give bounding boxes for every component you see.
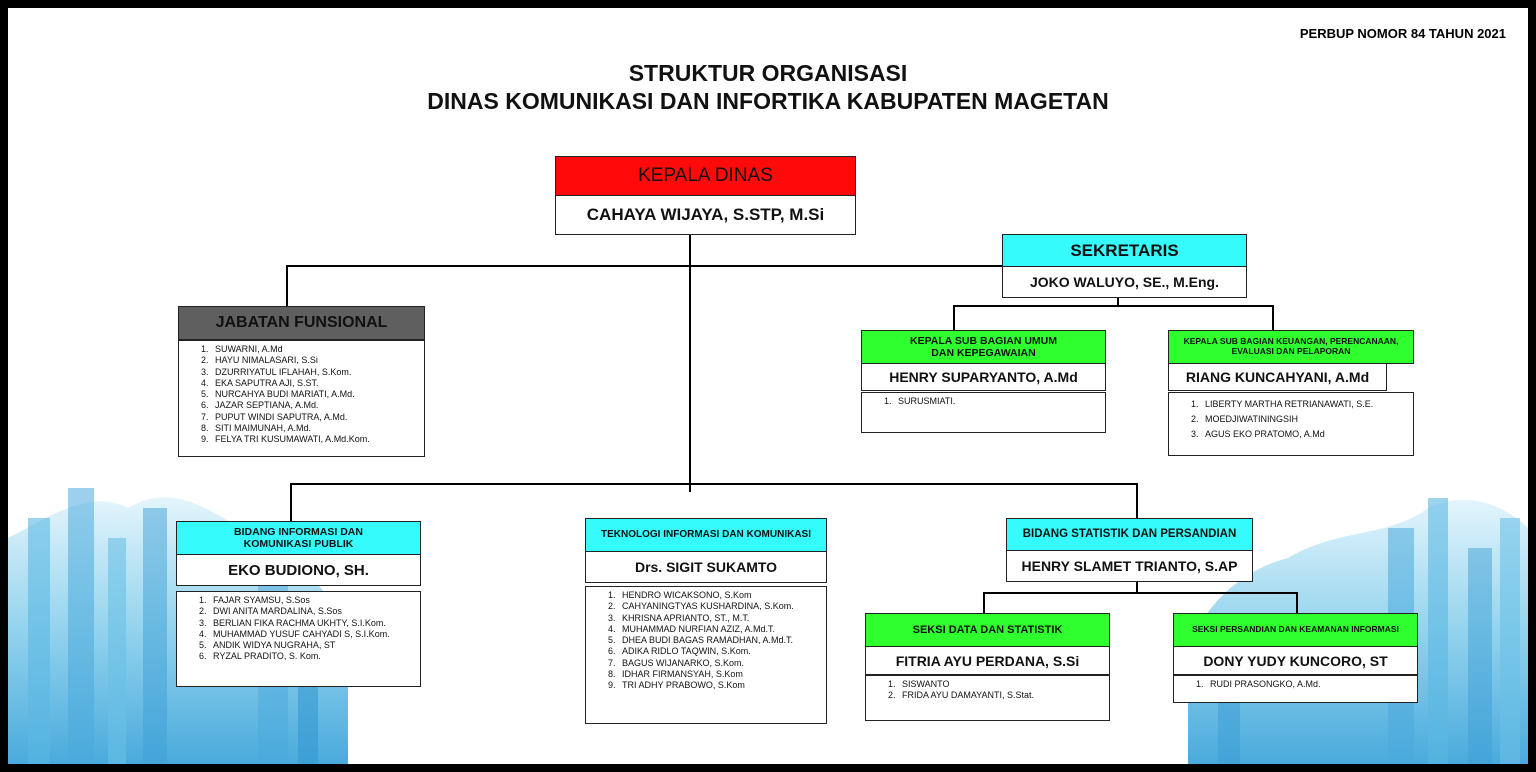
- staff-item: NURCAHYA BUDI MARIATI, A.Md.: [211, 389, 424, 400]
- connector-line: [290, 483, 292, 522]
- seksi-persandian-role: SEKSI PERSANDIAN DAN KEAMANAN INFORMASI: [1192, 624, 1399, 635]
- subbag-keuangan-staff-list: LIBERTY MARTHA RETRIANAWATI, S.E. MOEDJI…: [1168, 392, 1414, 456]
- staff-item: BAGUS WIJANARKO, S.Kom.: [618, 658, 826, 669]
- seksi-persandian-name: DONY YUDY KUNCORO, ST: [1203, 652, 1388, 669]
- subbag-umum-role: KEPALA SUB BAGIAN UMUM DAN KEPEGAWAIAN: [910, 334, 1057, 359]
- sekretaris-name: JOKO WALUYO, SE., M.Eng.: [1029, 274, 1219, 290]
- staff-item: FAJAR SYAMSU, S.Sos: [209, 595, 420, 606]
- seksi-persandian-staff-list: RUDI PRASONGKO, A.Md.: [1173, 675, 1418, 703]
- regulation-label: PERBUP NOMOR 84 TAHUN 2021: [1299, 26, 1506, 41]
- connector-line: [286, 265, 1004, 267]
- staff-item: LIBERTY MARTHA RETRIANAWATI, S.E.: [1201, 397, 1413, 412]
- connector-line: [1296, 592, 1298, 613]
- staff-item: MOEDJIWATININGSIH: [1201, 412, 1413, 427]
- staff-item: EKA SAPUTRA AJI, S.ST.: [211, 378, 424, 389]
- bidang-statistik-header: BIDANG STATISTIK DAN PERSANDIAN: [1006, 518, 1253, 551]
- subbag-umum-header: KEPALA SUB BAGIAN UMUM DAN KEPEGAWAIAN: [861, 330, 1106, 364]
- bidang-statistik-name-box: HENRY SLAMET TRIANTO, S.AP: [1006, 550, 1253, 582]
- bidang-ikp-name-box: EKO BUDIONO, SH.: [176, 554, 421, 586]
- staff-item: PUPUT WINDI SAPUTRA, A.Md.: [211, 412, 424, 423]
- kepala-dinas-header: KEPALA DINAS: [555, 156, 856, 196]
- staff-item: KHRISNA APRIANTO, ST., M.T.: [618, 613, 826, 624]
- connector-line: [953, 305, 955, 330]
- seksi-data-role: SEKSI DATA DAN STATISTIK: [912, 623, 1063, 636]
- org-chart-canvas: PERBUP NOMOR 84 TAHUN 2021 STRUKTUR ORGA…: [8, 8, 1528, 764]
- subbag-keuangan-role: KEPALA SUB BAGIAN KEUANGAN, PERENCANAAN,…: [1183, 336, 1399, 356]
- connector-line: [286, 265, 288, 307]
- kepala-dinas-name: CAHAYA WIJAYA, S.STP, M.Si: [586, 205, 825, 224]
- bidang-tik-role: TEKNOLOGI INFORMASI DAN KOMUNIKASI: [601, 529, 811, 541]
- bidang-statistik-name: HENRY SLAMET TRIANTO, S.AP: [1021, 558, 1238, 574]
- sekretaris-header: SEKRETARIS: [1002, 234, 1247, 267]
- staff-item: FELYA TRI KUSUMAWATI, A.Md.Kom.: [211, 434, 424, 445]
- connector-line: [983, 592, 1297, 594]
- bidang-ikp-role: BIDANG INFORMASI DAN KOMUNIKASI PUBLIK: [234, 525, 363, 550]
- chart-title: STRUKTUR ORGANISASI: [628, 60, 908, 86]
- staff-item: ANDIK WIDYA NUGRAHA, ST: [209, 640, 420, 651]
- staff-item: JAZAR SEPTIANA, A.Md.: [211, 400, 424, 411]
- connector-line: [953, 305, 1273, 307]
- staff-item: MUHAMMAD NURFIAN AZIZ, A.Md.T.: [618, 624, 826, 635]
- chart-subtitle: DINAS KOMUNIKASI DAN INFORTIKA KABUPATEN…: [427, 88, 1109, 114]
- jabatan-fungsional-staff-list: SUWARNI, A.Md HAYU NIMALASARI, S.Si DZUR…: [178, 340, 425, 457]
- bidang-statistik-role: BIDANG STATISTIK DAN PERSANDIAN: [1022, 527, 1237, 540]
- connector-line: [1136, 483, 1138, 522]
- staff-item: CAHYANINGTYAS KUSHARDINA, S.Kom.: [618, 601, 826, 612]
- staff-item: ADIKA RIDLO TAQWIN, S.Kom.: [618, 646, 826, 657]
- seksi-data-name-box: FITRIA AYU PERDANA, S.Si: [865, 646, 1110, 675]
- staff-item: HAYU NIMALASARI, S.Si: [211, 355, 424, 366]
- jabatan-fungsional-role: JABATAN FUNSIONAL: [215, 313, 388, 331]
- seksi-persandian-header: SEKSI PERSANDIAN DAN KEAMANAN INFORMASI: [1173, 613, 1418, 647]
- staff-item: DHEA BUDI BAGAS RAMADHAN, A.Md.T.: [618, 635, 826, 646]
- staff-item: SITI MAIMUNAH, A.Md.: [211, 423, 424, 434]
- bidang-tik-name: Drs. SIGIT SUKAMTO: [634, 559, 778, 575]
- seksi-persandian-name-box: DONY YUDY KUNCORO, ST: [1173, 646, 1418, 675]
- connector-line: [290, 483, 1137, 485]
- staff-item: TRI ADHY PRABOWO, S.Kom: [618, 680, 826, 691]
- sekretaris-name-box: JOKO WALUYO, SE., M.Eng.: [1002, 266, 1247, 298]
- bidang-tik-staff-list: HENDRO WICAKSONO, S.Kom CAHYANINGTYAS KU…: [585, 586, 827, 724]
- staff-item: BERLIAN FIKA RACHMA UKHTY, S.I.Kom.: [209, 618, 420, 629]
- staff-item: MUHAMMAD YUSUF CAHYADI S, S.I.Kom.: [209, 629, 420, 640]
- connector-line: [1272, 305, 1274, 330]
- staff-item: RYZAL PRADITO, S. Kom.: [209, 651, 420, 662]
- bidang-tik-name-box: Drs. SIGIT SUKAMTO: [585, 551, 827, 583]
- subbag-keuangan-name: RIANG KUNCAHYANI, A.Md: [1185, 369, 1370, 385]
- skyline-right-decoration: [1188, 498, 1528, 764]
- staff-item: FRIDA AYU DAMAYANTI, S.Stat.: [898, 690, 1109, 701]
- staff-item: IDHAR FIRMANSYAH, S.Kom: [618, 669, 826, 680]
- seksi-data-header: SEKSI DATA DAN STATISTIK: [865, 613, 1110, 647]
- subbag-umum-name-box: HENRY SUPARYANTO, A.Md: [861, 363, 1106, 391]
- bidang-ikp-name: EKO BUDIONO, SH.: [228, 561, 369, 579]
- kepala-dinas-role: KEPALA DINAS: [638, 165, 773, 187]
- bidang-tik-header: TEKNOLOGI INFORMASI DAN KOMUNIKASI: [585, 518, 827, 552]
- subbag-umum-staff-list: SURUSMIATI.: [861, 392, 1106, 433]
- staff-item: RUDI PRASONGKO, A.Md.: [1206, 679, 1417, 690]
- subbag-umum-name: HENRY SUPARYANTO, A.Md: [889, 369, 1078, 385]
- seksi-data-staff-list: SISWANTO FRIDA AYU DAMAYANTI, S.Stat.: [865, 675, 1110, 721]
- staff-item: SURUSMIATI.: [894, 396, 1105, 407]
- kepala-dinas-name-box: CAHAYA WIJAYA, S.STP, M.Si: [555, 195, 856, 235]
- staff-item: SISWANTO: [898, 679, 1109, 690]
- subbag-keuangan-name-box: RIANG KUNCAHYANI, A.Md: [1168, 363, 1387, 391]
- connector-line: [689, 234, 691, 492]
- staff-item: DZURRIYATUL IFLAHAH, S.Kom.: [211, 367, 424, 378]
- sekretaris-role: SEKRETARIS: [1070, 240, 1179, 260]
- jabatan-fungsional-header: JABATAN FUNSIONAL: [178, 306, 425, 340]
- bidang-ikp-staff-list: FAJAR SYAMSU, S.Sos DWI ANITA MARDALINA,…: [176, 591, 421, 687]
- connector-line: [1117, 296, 1119, 306]
- staff-item: AGUS EKO PRATOMO, A.Md: [1201, 427, 1413, 442]
- seksi-data-name: FITRIA AYU PERDANA, S.Si: [895, 652, 1080, 669]
- bidang-ikp-header: BIDANG INFORMASI DAN KOMUNIKASI PUBLIK: [176, 521, 421, 555]
- subbag-keuangan-header: KEPALA SUB BAGIAN KEUANGAN, PERENCANAAN,…: [1168, 330, 1414, 364]
- staff-item: DWI ANITA MARDALINA, S.Sos: [209, 606, 420, 617]
- connector-line: [983, 592, 985, 613]
- staff-item: HENDRO WICAKSONO, S.Kom: [618, 590, 826, 601]
- connector-line: [1136, 581, 1138, 593]
- staff-item: SUWARNI, A.Md: [211, 344, 424, 355]
